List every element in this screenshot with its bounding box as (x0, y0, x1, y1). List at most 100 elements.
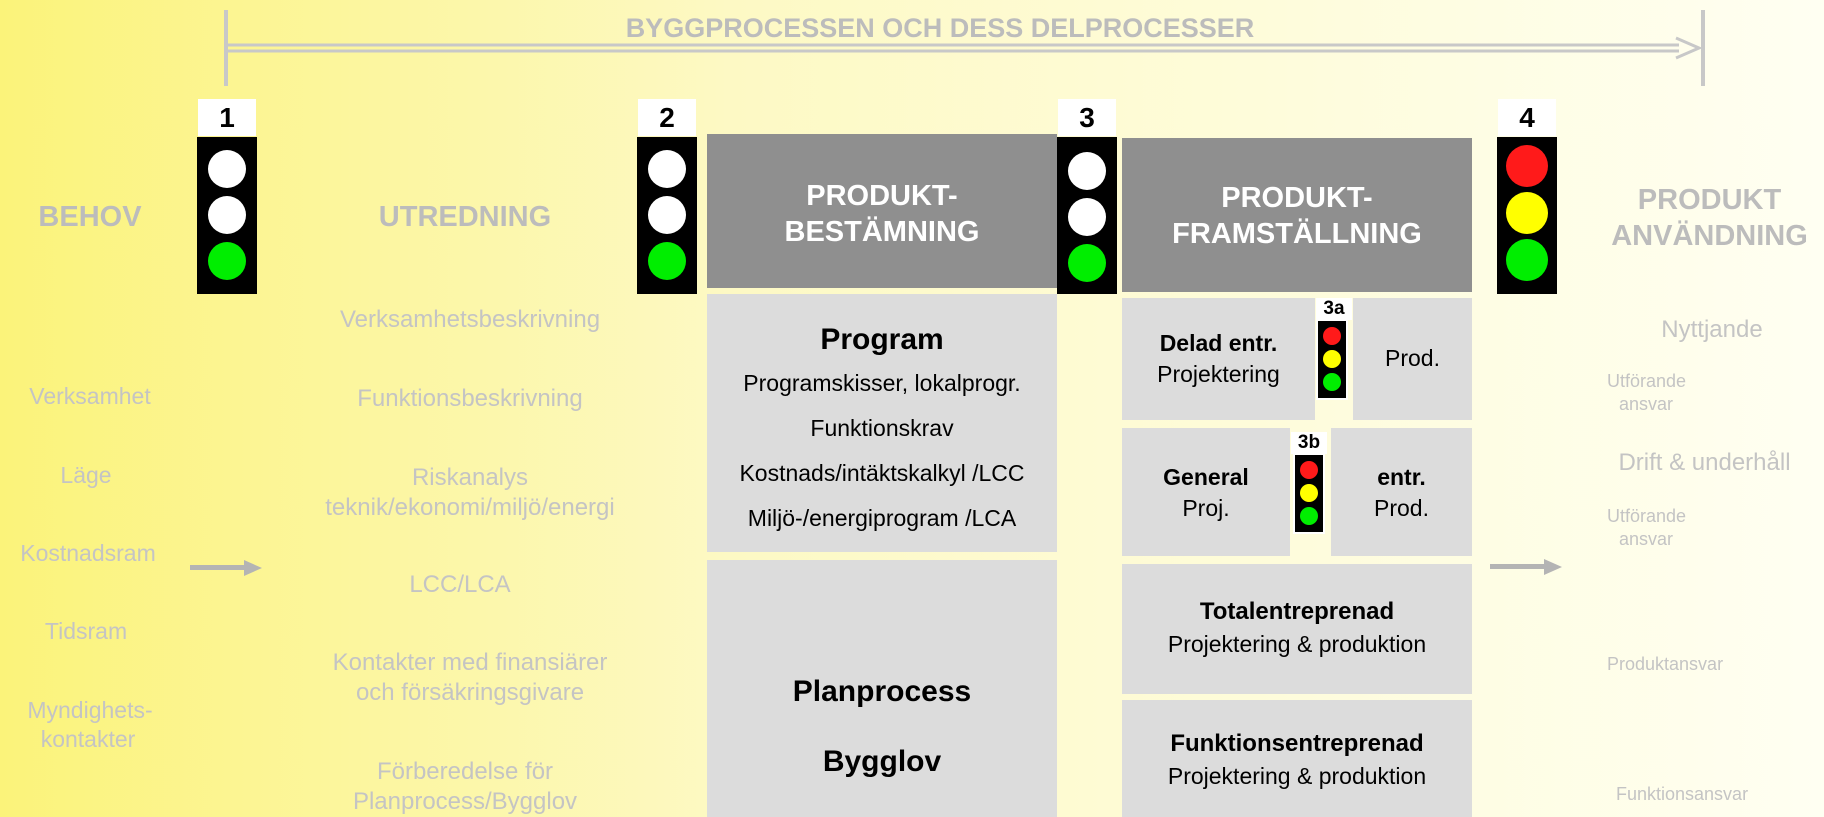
gate-3a-lamp-green (1323, 373, 1341, 391)
program-item: Programskisser, lokalprogr. (743, 370, 1021, 396)
gate-3-lamp-1 (1068, 152, 1106, 190)
behov-item: Kostnadsram (20, 540, 156, 566)
gate-3b-lamp-green (1300, 507, 1318, 525)
funktionsentreprenad-sub: Projektering & produktion (1167, 763, 1427, 789)
gate-3b-label: 3b (1291, 432, 1327, 454)
gate-4-lamp-yellow (1506, 192, 1548, 234)
funktionsentreprenad-box: Funktionsentreprenad Projektering & prod… (1122, 700, 1472, 817)
delad-entr-title: Delad entr. (1159, 330, 1278, 356)
utredning-riskanalys: Riskanalys (411, 464, 529, 491)
utredning-item: Verksamhetsbeskrivning (339, 306, 601, 333)
gate-2-traffic-light (637, 137, 697, 294)
general-prod-title: entr. (1377, 464, 1426, 490)
anvandning-drift: Drift & underhåll (1618, 449, 1791, 476)
gate-1-number: 1 (198, 99, 256, 136)
process-title: BYGGPROCESSEN OCH DESS DELPROCESSER (625, 13, 1255, 43)
gate-2-lamp-3 (648, 242, 686, 280)
gate-3a-traffic-light (1316, 319, 1348, 400)
program-item: Kostnads/intäktskalkyl /LCC (739, 460, 1025, 486)
behov-item: kontakter (40, 726, 136, 752)
planprocess-box: Planprocess Bygglov (707, 560, 1057, 817)
phase-utredning: UTREDNING (378, 201, 552, 233)
totalentreprenad-title: Totalentreprenad (1199, 598, 1395, 625)
utforande-2-line1: Utförande (1607, 506, 1687, 526)
planprocess-title: Planprocess (792, 675, 972, 708)
gate-3-traffic-light (1057, 137, 1117, 294)
program-item: Miljö-/energiprogram /LCA (747, 505, 1017, 531)
gate-4-traffic-light (1497, 137, 1557, 294)
general-entr-sub: Proj. (1182, 495, 1230, 521)
timeline-arrow (226, 36, 1703, 60)
gate-2-lamp-2 (648, 196, 686, 234)
gate-3a-label: 3a (1316, 298, 1352, 320)
phase-produktframstallning: PRODUKT- FRAMSTÄLLNING (1122, 138, 1472, 292)
general-entr-title: General (1163, 464, 1249, 490)
utredning-item: Kontakter med finansiärer och försäkring… (290, 648, 650, 708)
anvandning-produktansvar: Produktansvar (1607, 654, 1724, 674)
utforande-1-line2: ansvar (1619, 394, 1674, 414)
gate-1-lamp-3 (208, 242, 246, 280)
gate-3b-lamp-yellow (1300, 484, 1318, 502)
phase-produktbestamning: PRODUKT- BESTÄMNING (707, 134, 1057, 288)
delad-entr-box: Delad entr. Projektering (1122, 298, 1315, 420)
gate-4-number: 4 (1498, 99, 1556, 136)
utforande-2-line2: ansvar (1619, 529, 1674, 549)
delad-entr-sub: Projektering (1157, 361, 1280, 387)
delad-prod-box: Prod. (1353, 298, 1472, 420)
gate-3a-lamp-yellow (1323, 350, 1341, 368)
produktanvandning-line1: PRODUKT (1637, 184, 1782, 216)
anvandning-nyttjande: Nyttjande (1661, 316, 1763, 343)
gate-4-lamp-green (1506, 239, 1548, 281)
gate-3b-lamp-red (1300, 461, 1318, 479)
gate-2-number: 2 (638, 99, 696, 136)
gate-3-lamp-2 (1068, 198, 1106, 236)
utredning-item: LCC/LCA (409, 571, 511, 598)
produktframstallning-line1: PRODUKT- (1221, 182, 1373, 214)
gate-2-lamp-1 (648, 150, 686, 188)
behov-item: Tidsram (44, 618, 128, 644)
timeline-start-tick (224, 10, 228, 86)
behov-item: Läge (60, 462, 112, 488)
utforande-1-line1: Utförande (1607, 371, 1687, 391)
totalentreprenad-sub: Projektering & produktion (1167, 631, 1427, 657)
program-box: Program Programskisser, lokalprogr. Funk… (707, 294, 1057, 552)
totalentreprenad-box: Totalentreprenad Projektering & produkti… (1122, 564, 1472, 694)
delad-prod-label: Prod. (1385, 345, 1440, 371)
utredning-item: Funktionsbeskrivning (357, 385, 583, 412)
utredning-riskanalys-sub: teknik/ekonomi/miljö/energi (325, 494, 615, 521)
utredning-forberedelse: Förberedelse för (376, 758, 554, 785)
framstallning-to-anvandning-arrow (1490, 559, 1562, 575)
gate-4-lamp-red (1506, 145, 1548, 187)
behov-item: Verksamhet (29, 383, 151, 409)
anvandning-utforande-1: Utförande ansvar (1607, 370, 1686, 416)
utredning-kontakter-sub: och försäkringsgivare (355, 679, 585, 706)
utredning-forberedelse-sub: Planprocess/Bygglov (352, 788, 578, 815)
gate-3-number: 3 (1058, 99, 1116, 136)
funktionsentreprenad-title: Funktionsentreprenad (1170, 730, 1424, 757)
gate-1-lamp-2 (208, 196, 246, 234)
general-prod-sub: Prod. (1374, 495, 1429, 521)
produktframstallning-line2: FRAMSTÄLLNING (1172, 218, 1422, 250)
program-title: Program (820, 323, 944, 356)
program-item: Funktionskrav (810, 415, 954, 441)
general-prod-box: entr. Prod. (1331, 428, 1472, 556)
general-entr-box: General Proj. (1122, 428, 1290, 556)
timeline-end-tick (1701, 10, 1705, 86)
utredning-item: Förberedelse för Planprocess/Bygglov (290, 757, 640, 817)
utredning-item: Riskanalys teknik/ekonomi/miljö/energi (290, 463, 650, 523)
gate-3b-traffic-light (1293, 453, 1325, 534)
gate-1-lamp-1 (208, 150, 246, 188)
bygglov-title: Bygglov (822, 745, 942, 778)
gate-3-lamp-3 (1068, 244, 1106, 282)
utredning-kontakter: Kontakter med finansiärer (332, 649, 608, 676)
gate-1-traffic-light (197, 137, 257, 294)
anvandning-utforande-2: Utförande ansvar (1607, 505, 1686, 551)
produktbestamning-line1: PRODUKT- (806, 180, 958, 212)
produktanvandning-line2: ANVÄNDNING (1611, 220, 1808, 252)
phase-behov: BEHOV (38, 201, 142, 233)
phase-produktanvandning: PRODUKT ANVÄNDNING (1595, 182, 1824, 254)
anvandning-funktionsansvar: Funktionsansvar (1616, 784, 1749, 804)
behov-item: Myndighets- (27, 697, 153, 723)
produktbestamning-line2: BESTÄMNING (784, 216, 980, 248)
gate-3a-lamp-red (1323, 327, 1341, 345)
